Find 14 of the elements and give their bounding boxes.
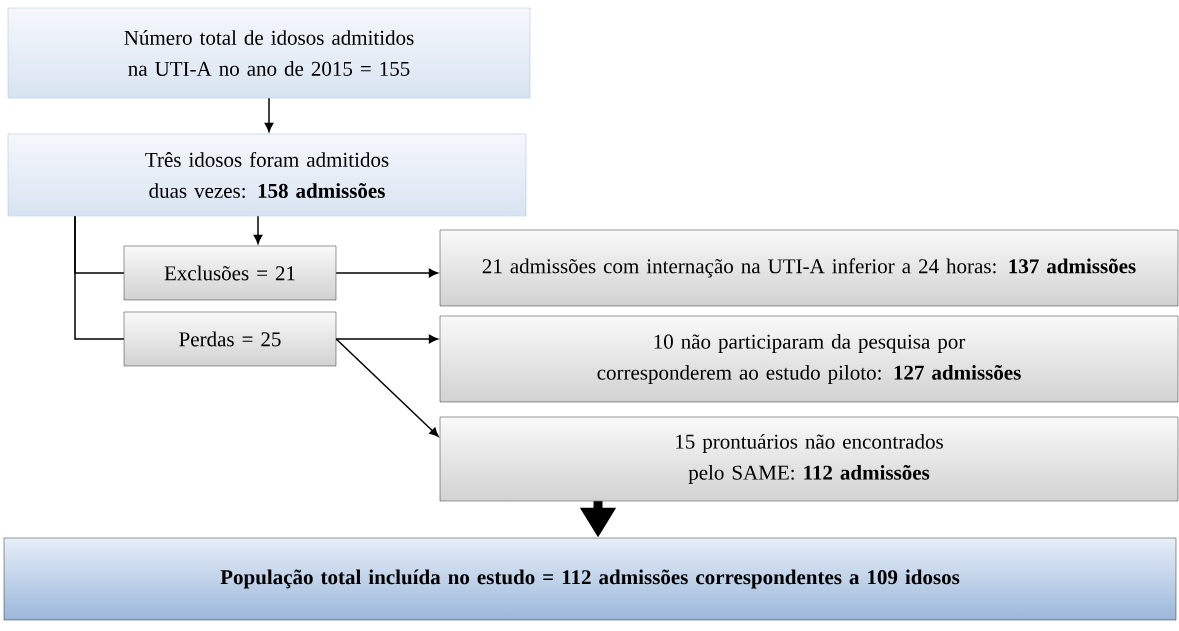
process-box: 15 prontuários não encontrados pelo SAME: 112 admissões [439,416,1179,502]
arrow [253,215,263,244]
process-box: Número total de idosos admitidos na UTI-A no ano de 2015 = 155 [7,7,531,99]
process-box: Três idosos foram admitidos duas vezes: 158 admissões [7,133,527,217]
process-box: Exclusões = 21 [123,245,337,301]
connector-line [74,215,125,340]
result-box: População total incluída no estudo = 112 admissões correspondentes a 109 idosos [3,537,1177,621]
process-box: 10 não participaram da pesquisa por corresponderem ao estudo piloto: 127 admissões [439,315,1179,403]
process-box: Perdas = 25 [123,311,337,367]
arrow [335,338,439,437]
arrow [335,268,438,278]
process-box: 21 admissões com internação na UTI-A inferior a 24 horas: 137 admissões [439,229,1179,307]
arrow [335,334,438,344]
arrow [264,97,274,132]
